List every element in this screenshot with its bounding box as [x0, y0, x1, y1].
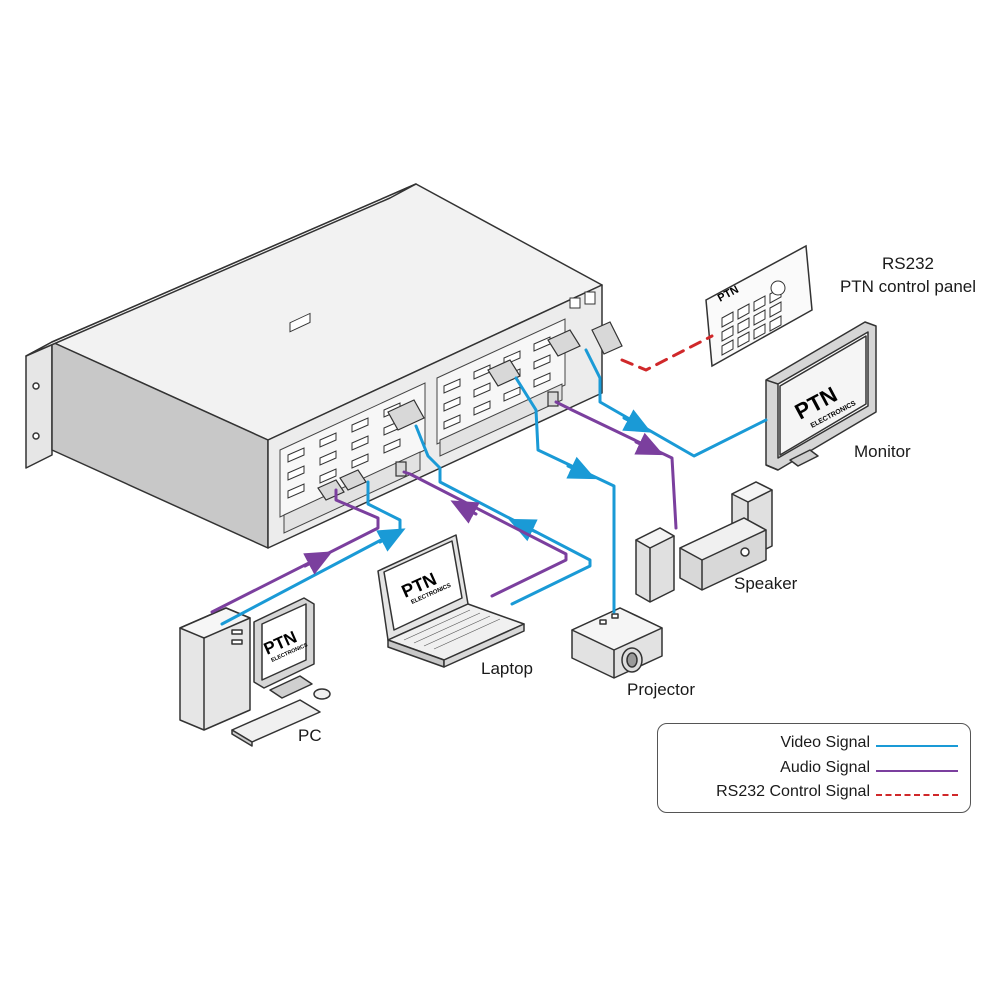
rs232-cable: [620, 334, 714, 372]
panel-key: [769, 301, 782, 318]
pc-label: PC: [298, 726, 322, 745]
panel-key: [737, 303, 750, 320]
rack-ear: [25, 341, 53, 469]
legend-rs232-swatch: [876, 794, 958, 796]
dvi-port: [319, 432, 337, 448]
legend-rs232-label: RS232 Control Signal: [716, 783, 870, 800]
panel-knob: [770, 280, 786, 296]
plugged-connectors: [317, 321, 623, 501]
laptop-audio-arrow: [450, 500, 480, 524]
legend-video-swatch: [876, 745, 958, 747]
legend-video-label: Video Signal: [780, 734, 870, 751]
dvi-port: [319, 450, 337, 466]
projector-label: Projector: [627, 680, 696, 699]
panel-key: [753, 323, 766, 340]
laptop-audio-cable: [402, 470, 568, 598]
dvi-port: [351, 417, 369, 433]
dvi-port: [287, 465, 305, 481]
dvi-port: [473, 382, 491, 398]
projector-video-arrow: [566, 456, 596, 480]
laptop-video-cable: [414, 424, 592, 606]
panel-key: [737, 331, 750, 348]
panel-key: [753, 295, 766, 312]
speaker-audio-arrow: [634, 432, 664, 456]
laptop-device: [377, 534, 525, 668]
rs232-label-line2: PTN control panel: [839, 277, 977, 296]
pc-audio-arrow: [303, 551, 333, 575]
rs232-label-line1: RS232: [882, 254, 934, 273]
monitor-label: Monitor: [854, 442, 911, 461]
legend-audio-label: Audio Signal: [780, 759, 870, 776]
monitor-video-arrow: [622, 409, 652, 433]
pc-device: [179, 597, 331, 747]
legend-audio-swatch: [876, 770, 958, 772]
panel-key: [721, 339, 734, 356]
dvi-port: [443, 378, 461, 394]
ptn-control-panel: PTN: [705, 244, 813, 368]
dvi-port: [287, 447, 305, 463]
projector-video-cable: [514, 376, 616, 614]
dvi-port: [533, 372, 551, 388]
laptop-key-row: [413, 612, 481, 644]
dvi-port: [287, 483, 305, 499]
pc-video-arrow: [376, 528, 406, 552]
connector-ports: [289, 312, 311, 333]
panel-key: [769, 315, 782, 332]
dvi-port: [351, 435, 369, 451]
rs232-label: RS232 PTN control panel: [838, 254, 978, 297]
laptop-video-arrow: [508, 518, 538, 542]
dvi-port: [533, 354, 551, 370]
laptop-key-row: [433, 618, 501, 650]
dvi-port: [443, 414, 461, 430]
dvi-port: [319, 468, 337, 484]
panel-key: [737, 317, 750, 334]
panel-key: [753, 309, 766, 326]
panel-key: [721, 325, 734, 342]
laptop-key-row: [403, 609, 471, 641]
laptop-label: Laptop: [481, 659, 533, 678]
dvi-port: [503, 386, 521, 402]
dvi-port: [473, 400, 491, 416]
monitor-device: [765, 321, 877, 471]
pc-video-cable: [220, 480, 402, 626]
dvi-port: [383, 438, 401, 454]
power-ports: [569, 291, 596, 309]
dvi-port: [351, 453, 369, 469]
speaker-label: Speaker: [734, 574, 798, 593]
legend-box: Video Signal Audio Signal RS232 Control …: [657, 723, 971, 813]
monitor-video-cable: [584, 348, 768, 458]
projector-device: [571, 607, 663, 679]
speaker-audio-cable: [554, 400, 678, 530]
laptop-key-row: [423, 615, 491, 647]
port-grid: [287, 336, 551, 499]
dvi-port: [443, 396, 461, 412]
speaker-system: [635, 481, 773, 603]
panel-key: [721, 311, 734, 328]
